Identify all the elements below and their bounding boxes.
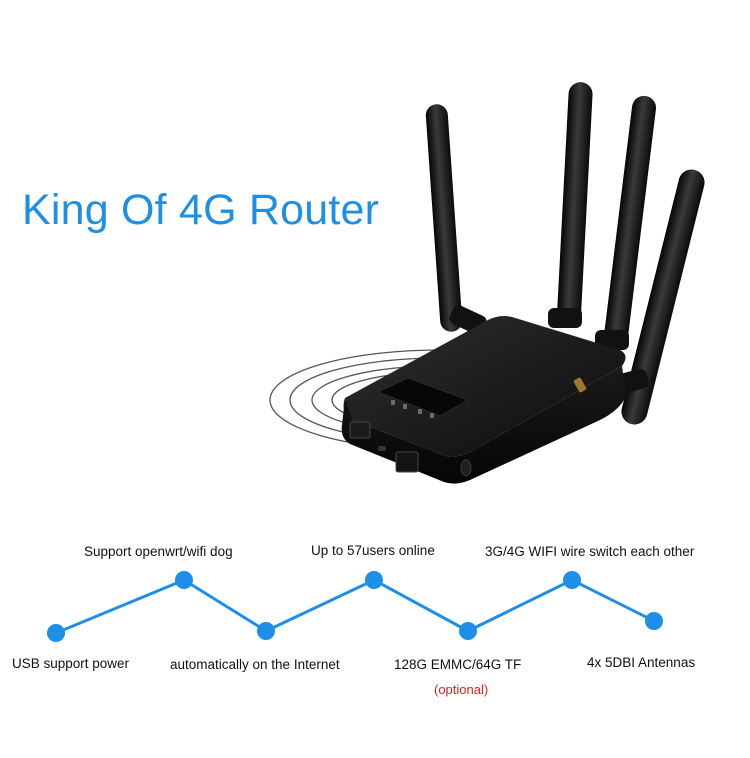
timeline-dot-3	[257, 622, 275, 640]
feature-label-storage: 128G EMMC/64G TF	[394, 657, 522, 672]
timeline-dot-7	[645, 612, 663, 630]
power-port	[378, 446, 386, 451]
antenna-1	[425, 104, 487, 335]
feature-note-optional: (optional)	[434, 682, 489, 697]
router-image	[269, 82, 705, 484]
feature-label-wifi-switch: 3G/4G WIFI wire switch each other	[485, 544, 695, 559]
timeline-dot-2	[175, 571, 193, 589]
ethernet-port	[395, 451, 419, 473]
timeline-dot-6	[563, 571, 581, 589]
power-button	[460, 459, 472, 477]
usb-port	[349, 421, 371, 439]
router-body	[341, 316, 626, 484]
timeline-dot-5	[459, 622, 477, 640]
feature-label-openwrt: Support openwrt/wifi dog	[84, 544, 233, 559]
feature-label-antennas: 4x 5DBI Antennas	[587, 655, 696, 670]
timeline-dot-1	[47, 624, 65, 642]
timeline-dot-4	[365, 571, 383, 589]
timeline-line	[55, 578, 655, 635]
feature-label-users-online: Up to 57users online	[311, 543, 435, 558]
feature-timeline	[47, 571, 663, 642]
feature-label-usb-power: USB support power	[12, 656, 130, 671]
feature-label-auto-internet: automatically on the Internet	[170, 657, 340, 672]
page-title: King Of 4G Router	[22, 186, 380, 234]
antenna-2	[548, 82, 593, 328]
